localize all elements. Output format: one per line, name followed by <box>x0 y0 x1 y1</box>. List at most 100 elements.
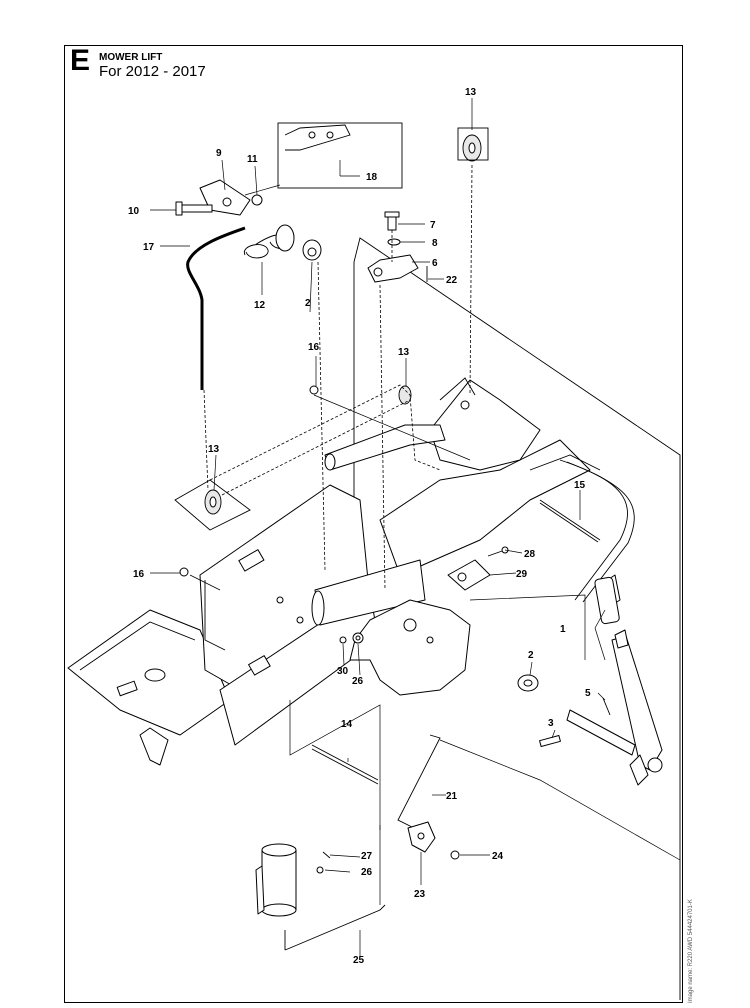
nut-11 <box>251 194 263 206</box>
belt-path-lower <box>221 399 411 496</box>
lever-pivot-eye <box>647 757 663 773</box>
clamp-6-hole <box>373 267 383 277</box>
cross-tube <box>324 424 446 471</box>
lift-bracket-pivot <box>403 618 417 632</box>
lever-grip-handle <box>594 576 620 625</box>
section-letter: E <box>70 44 91 77</box>
bolt-10-head <box>175 201 183 216</box>
lift-rod-21 <box>397 734 441 831</box>
cross-tube-end <box>324 453 336 471</box>
chassis-slot-2 <box>248 655 271 676</box>
callout-9: 9 <box>216 148 222 159</box>
nut-24 <box>450 850 460 860</box>
bolt-7 <box>387 215 397 231</box>
callout-12: 12 <box>254 300 266 311</box>
bolt-7-head <box>384 211 400 218</box>
belt-path-upper <box>209 384 441 481</box>
diagram-title: MOWER LIFT <box>99 52 163 63</box>
detail-chain-link <box>284 124 351 151</box>
shaft-rod-15 <box>539 499 601 541</box>
cable-17 <box>186 226 246 390</box>
callout-13-mid: 13 <box>398 347 410 358</box>
pulley-13-axis <box>469 164 473 396</box>
bushing-path <box>469 594 586 660</box>
rear-upper-frame <box>379 439 591 576</box>
cylinder-bracket-bottom <box>261 903 297 917</box>
callout-2-lower: 2 <box>528 650 534 661</box>
detail-18-connector <box>244 184 281 196</box>
callout-3: 3 <box>548 718 554 729</box>
callout-25: 25 <box>353 955 365 966</box>
floor-pan-slot <box>116 680 138 697</box>
callout-2-upper: 2 <box>305 298 311 309</box>
cotter-pin-5 <box>602 697 611 716</box>
handle-bar-edge <box>566 461 635 603</box>
cylinder-bracket <box>261 849 297 911</box>
link-plate-29 <box>447 559 491 591</box>
bushing-2-lower-bore <box>523 679 533 687</box>
detail-inset-18 <box>277 122 403 189</box>
cylinder-bracket-spring <box>255 865 265 915</box>
callout-17: 17 <box>143 242 155 253</box>
cylinder-bracket-top <box>261 843 297 857</box>
chassis-frame-edge <box>204 580 226 651</box>
pin-14-box <box>289 700 381 830</box>
spring-12-coil <box>275 224 295 252</box>
nut-16-left-path <box>189 574 221 591</box>
rod-bracket-hole <box>417 832 425 840</box>
lever-foot <box>629 754 649 786</box>
detail-link-pin-1 <box>308 131 316 139</box>
leader-lines <box>150 98 606 957</box>
callout-6: 6 <box>432 258 438 269</box>
callout-13-top: 13 <box>465 87 477 98</box>
rear-bracket-hole <box>460 400 470 410</box>
pulley-13-lower-hub <box>209 496 217 508</box>
lift-bracket-hole <box>426 636 434 644</box>
shaft-rod-15-edge <box>539 502 599 543</box>
diagram-frame <box>64 45 683 1003</box>
rear-bracket-assembly <box>429 379 541 471</box>
pin-27 <box>322 851 331 859</box>
washer-8 <box>387 238 401 246</box>
callout-26-mid: 26 <box>352 676 364 687</box>
group-outline-right <box>353 237 681 1000</box>
lift-lever-arm <box>611 635 663 771</box>
clamp-axis <box>379 284 386 591</box>
pulley-13-lower-box <box>174 479 251 531</box>
handle-bar <box>559 459 628 601</box>
nut-16-left <box>179 567 189 577</box>
rear-bracket-edge <box>439 377 476 401</box>
callout-30: 30 <box>337 666 349 677</box>
callout-26-lower: 26 <box>361 867 373 878</box>
callout-18: 18 <box>366 172 378 183</box>
rear-frame-edge <box>529 454 601 471</box>
callout-14: 14 <box>341 719 353 730</box>
pulley-13-top-hub <box>468 142 476 154</box>
bushing-axis <box>317 261 326 571</box>
washer-26-bore <box>355 635 361 641</box>
detail-link-pin-2 <box>326 131 334 139</box>
lever-shaft <box>566 709 636 756</box>
rod-21-path <box>439 739 681 861</box>
floor-pan-edge <box>79 621 196 671</box>
nut-16-path <box>313 394 471 461</box>
pivot-shaft-end <box>311 590 325 626</box>
pin-3 <box>539 735 561 747</box>
height-rod-25 <box>284 904 386 951</box>
cable-17-path <box>203 389 209 491</box>
callout-23: 23 <box>414 889 426 900</box>
callout-13-lower: 13 <box>208 444 220 455</box>
callout-11: 11 <box>247 154 258 165</box>
bracket-front <box>139 727 169 766</box>
callout-22: 22 <box>446 275 458 286</box>
bracket-9-hole <box>222 197 232 207</box>
callout-29: 29 <box>516 569 528 580</box>
bolt-10 <box>179 204 213 213</box>
callout-27: 27 <box>361 851 373 862</box>
callout-7: 7 <box>430 220 436 231</box>
bushing-2-upper-bore <box>307 247 317 257</box>
callout-15: 15 <box>574 480 586 491</box>
callout-24: 24 <box>492 851 504 862</box>
pin-14 <box>311 744 379 781</box>
